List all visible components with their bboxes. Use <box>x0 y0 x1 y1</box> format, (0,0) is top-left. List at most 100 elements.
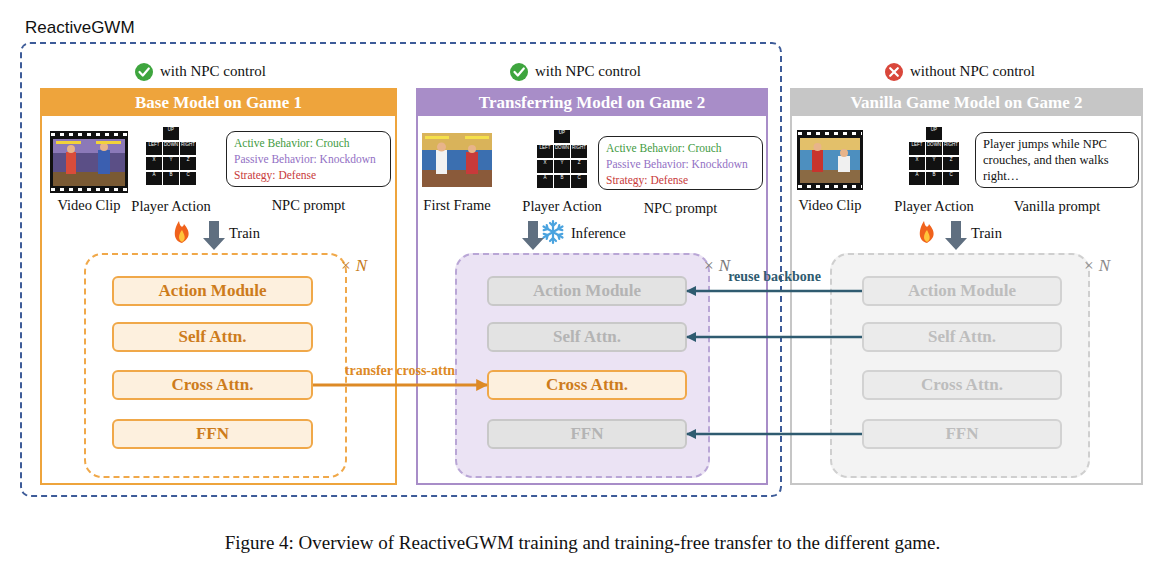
prompt-text: Strategy: Defense <box>234 167 383 183</box>
key-button: Z <box>943 157 959 170</box>
model-panel: Transferring Model on Game 2 Active Behav… <box>416 88 768 485</box>
module-box: Action Module <box>862 276 1062 306</box>
connector-label: transfer cross-attn <box>345 364 455 378</box>
annotation-label: with NPC control <box>535 64 641 79</box>
prompt-text: Active Behavior: Crouch <box>606 140 755 156</box>
system-frame: ReactiveGWMBase Model on Game 1Active Be… <box>20 42 782 497</box>
module-box: Cross Attn. <box>487 370 687 400</box>
module-name: Self Attn. <box>179 327 247 347</box>
module-name: Self Attn. <box>928 327 996 347</box>
prompt-box: Active Behavior: CrouchPassive Behavior:… <box>226 131 391 187</box>
module-box: Self Attn. <box>862 322 1062 352</box>
key-button: RIGHT <box>571 145 587 158</box>
annotation-label: Player Action <box>522 199 601 214</box>
model-panel: Vanilla Game Model on Game 2Player jumps… <box>790 88 1143 485</box>
snowflake-icon <box>544 221 563 243</box>
layer-stack: × NAction ModuleSelf Attn.Cross Attn.FFN <box>84 253 347 478</box>
prompt-text: Active Behavior: Crouch <box>234 135 383 151</box>
layer-stack: × NAction ModuleSelf Attn.Cross Attn.FFN <box>830 253 1090 478</box>
module-name: FFN <box>570 424 603 444</box>
module-name: Cross Attn. <box>921 375 1003 395</box>
key-button: C <box>180 172 196 185</box>
module-box: Self Attn. <box>112 322 313 352</box>
check-icon <box>135 63 153 81</box>
video-clip-image <box>50 131 128 193</box>
model-panel: Base Model on Game 1Active Behavior: Cro… <box>40 88 397 485</box>
key-button: LEFT <box>537 145 553 158</box>
key-button: DOWN <box>163 142 179 155</box>
prompt-text: Player jumps while NPC crouches, and the… <box>983 136 1131 184</box>
repeat-count: × N <box>1083 256 1110 276</box>
key-button: Z <box>180 157 196 170</box>
annotation-label: with NPC control <box>160 64 266 79</box>
prompt-caption: NPC prompt <box>272 198 346 213</box>
annotation-label: Video Clip <box>57 198 120 213</box>
module-box: Action Module <box>112 276 313 306</box>
key-button: RIGHT <box>943 142 959 155</box>
prompt-text: Passive Behavior: Knockdown <box>606 156 755 172</box>
module-name: Cross Attn. <box>172 375 254 395</box>
key-button: X <box>146 157 162 170</box>
prompt-box: Player jumps while NPC crouches, and the… <box>975 132 1139 188</box>
key-button: C <box>571 175 587 188</box>
key-button: B <box>554 175 570 188</box>
module-name: Action Module <box>533 281 641 301</box>
module-box: Self Attn. <box>487 322 687 352</box>
key-button: B <box>163 172 179 185</box>
connector-label: reuse backbone <box>728 270 821 284</box>
key-button: A <box>146 172 162 185</box>
module-name: FFN <box>196 424 229 444</box>
connector-arrow <box>687 433 862 436</box>
annotation-label: Video Clip <box>798 198 861 213</box>
flame-icon <box>175 221 189 243</box>
down-arrow <box>203 221 967 250</box>
annotation-label: without NPC control <box>910 64 1035 79</box>
module-box: FFN <box>487 419 687 449</box>
annotation-label: Inference <box>571 226 626 241</box>
key-button: UP <box>926 127 942 140</box>
figure-caption: Figure 4: Overview of ReactiveGWM traini… <box>0 533 1165 552</box>
prompt-box: Active Behavior: CrouchPassive Behavior:… <box>598 136 763 190</box>
key-button: Y <box>926 157 942 170</box>
key-button: Y <box>554 160 570 173</box>
annotation-label: First Frame <box>423 198 490 213</box>
key-button: A <box>537 175 553 188</box>
prompt-caption: Vanilla prompt <box>1014 199 1101 214</box>
cross-icon <box>885 63 903 81</box>
check-icon <box>510 63 528 81</box>
key-button: Y <box>163 157 179 170</box>
key-button: UP <box>554 130 570 143</box>
module-box: FFN <box>862 419 1062 449</box>
module-name: Self Attn. <box>553 327 621 347</box>
annotation-label: Train <box>971 226 1002 241</box>
key-button: RIGHT <box>180 142 196 155</box>
key-button: DOWN <box>554 145 570 158</box>
prompt-text: Passive Behavior: Knockdown <box>234 151 383 167</box>
layer-stack: × NAction ModuleSelf Attn.Cross Attn.FFN <box>455 253 710 478</box>
flame-icon <box>920 221 934 243</box>
key-button: B <box>926 172 942 185</box>
prompt-caption: NPC prompt <box>644 201 718 216</box>
first-frame-image <box>422 133 492 187</box>
repeat-count: × N <box>703 256 730 276</box>
frame-title: ReactiveGWM <box>25 18 135 38</box>
key-button: A <box>909 172 925 185</box>
connector-arrow <box>313 384 487 387</box>
key-button: X <box>909 157 925 170</box>
module-box: Action Module <box>487 276 687 306</box>
module-box: Cross Attn. <box>862 370 1062 400</box>
video-clip-image <box>797 130 863 190</box>
panel-header: Transferring Model on Game 2 <box>418 90 766 116</box>
key-button: DOWN <box>926 142 942 155</box>
module-name: Cross Attn. <box>546 375 628 395</box>
module-name: Action Module <box>158 281 266 301</box>
key-button: LEFT <box>909 142 925 155</box>
repeat-count: × N <box>340 256 367 276</box>
annotation-label: Player Action <box>894 199 973 214</box>
connector-arrow <box>687 290 862 293</box>
key-button: C <box>943 172 959 185</box>
annotation-label: Train <box>229 226 260 241</box>
connector-arrow <box>687 336 862 339</box>
key-button: Z <box>571 160 587 173</box>
